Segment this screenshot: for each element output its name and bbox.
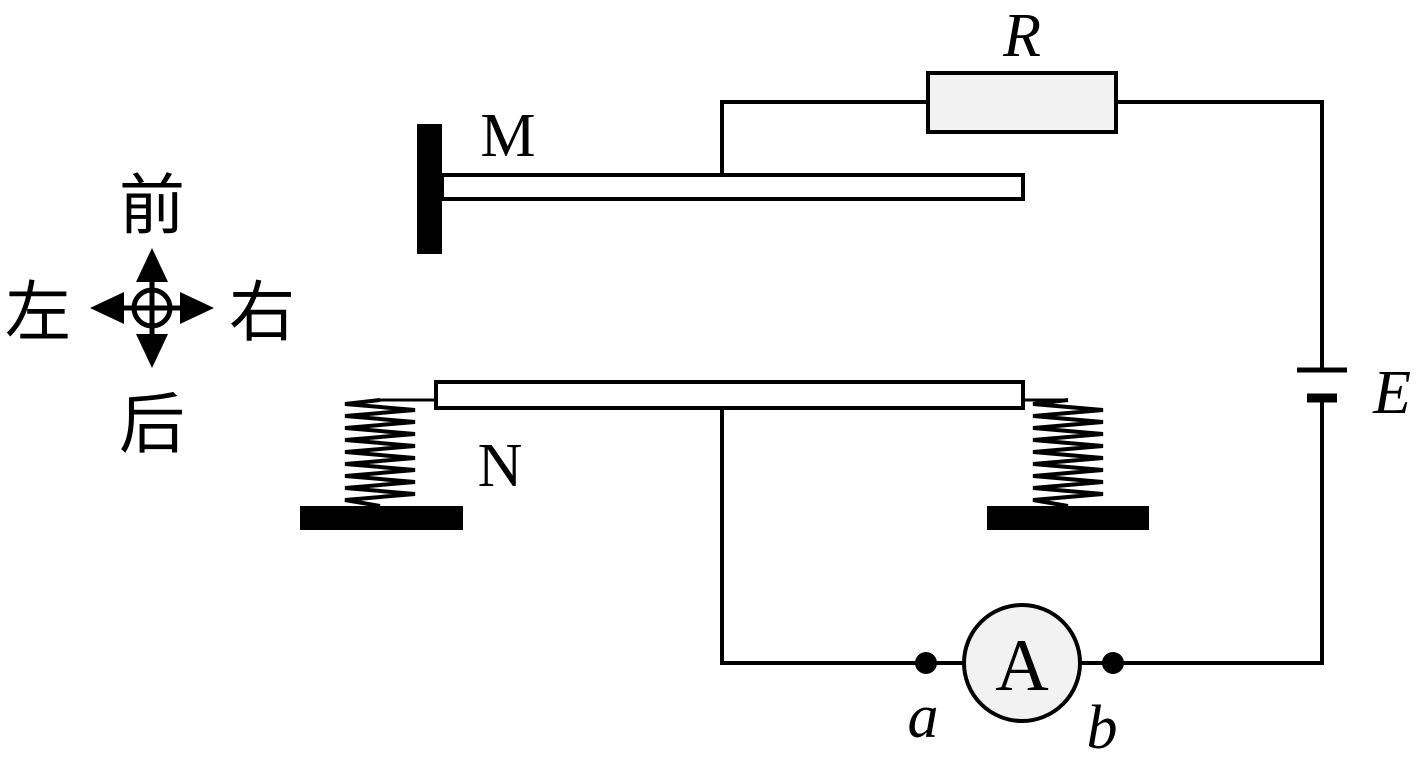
plate-m: M [417,102,1025,254]
terminal-a-dot [915,652,937,674]
terminal-b-dot [1102,652,1124,674]
plate-m-body [440,173,1025,201]
compass-front-label: 前 [119,170,185,243]
left-base [300,506,463,530]
plate-n-body [434,380,1025,410]
plate-n-label: N [478,432,523,500]
right-base [987,506,1149,530]
terminal-b-label: b [1087,694,1118,757]
left-spring [300,398,463,530]
battery: E [1297,359,1411,427]
four-way-arrow-icon [90,248,214,368]
right-spring [987,398,1149,530]
plate-n: N [300,380,1149,530]
compass-left-label: 左 [5,277,71,350]
plate-m-label: M [480,102,535,170]
ammeter-body [962,603,1082,723]
compass-back-label: 后 [119,389,185,462]
resistor: R [926,2,1118,134]
resistor-body [926,71,1118,134]
battery-label: E [1372,359,1411,427]
ammeter-label: A [995,625,1048,707]
compass-right-label: 右 [229,277,295,350]
ammeter: A a b [908,603,1124,757]
circuit-wires [720,100,1324,665]
terminal-a-label: a [908,683,939,751]
wall-mount [417,124,442,254]
direction-compass: 前 后 左 右 [5,170,295,462]
resistor-label: R [1002,2,1041,70]
